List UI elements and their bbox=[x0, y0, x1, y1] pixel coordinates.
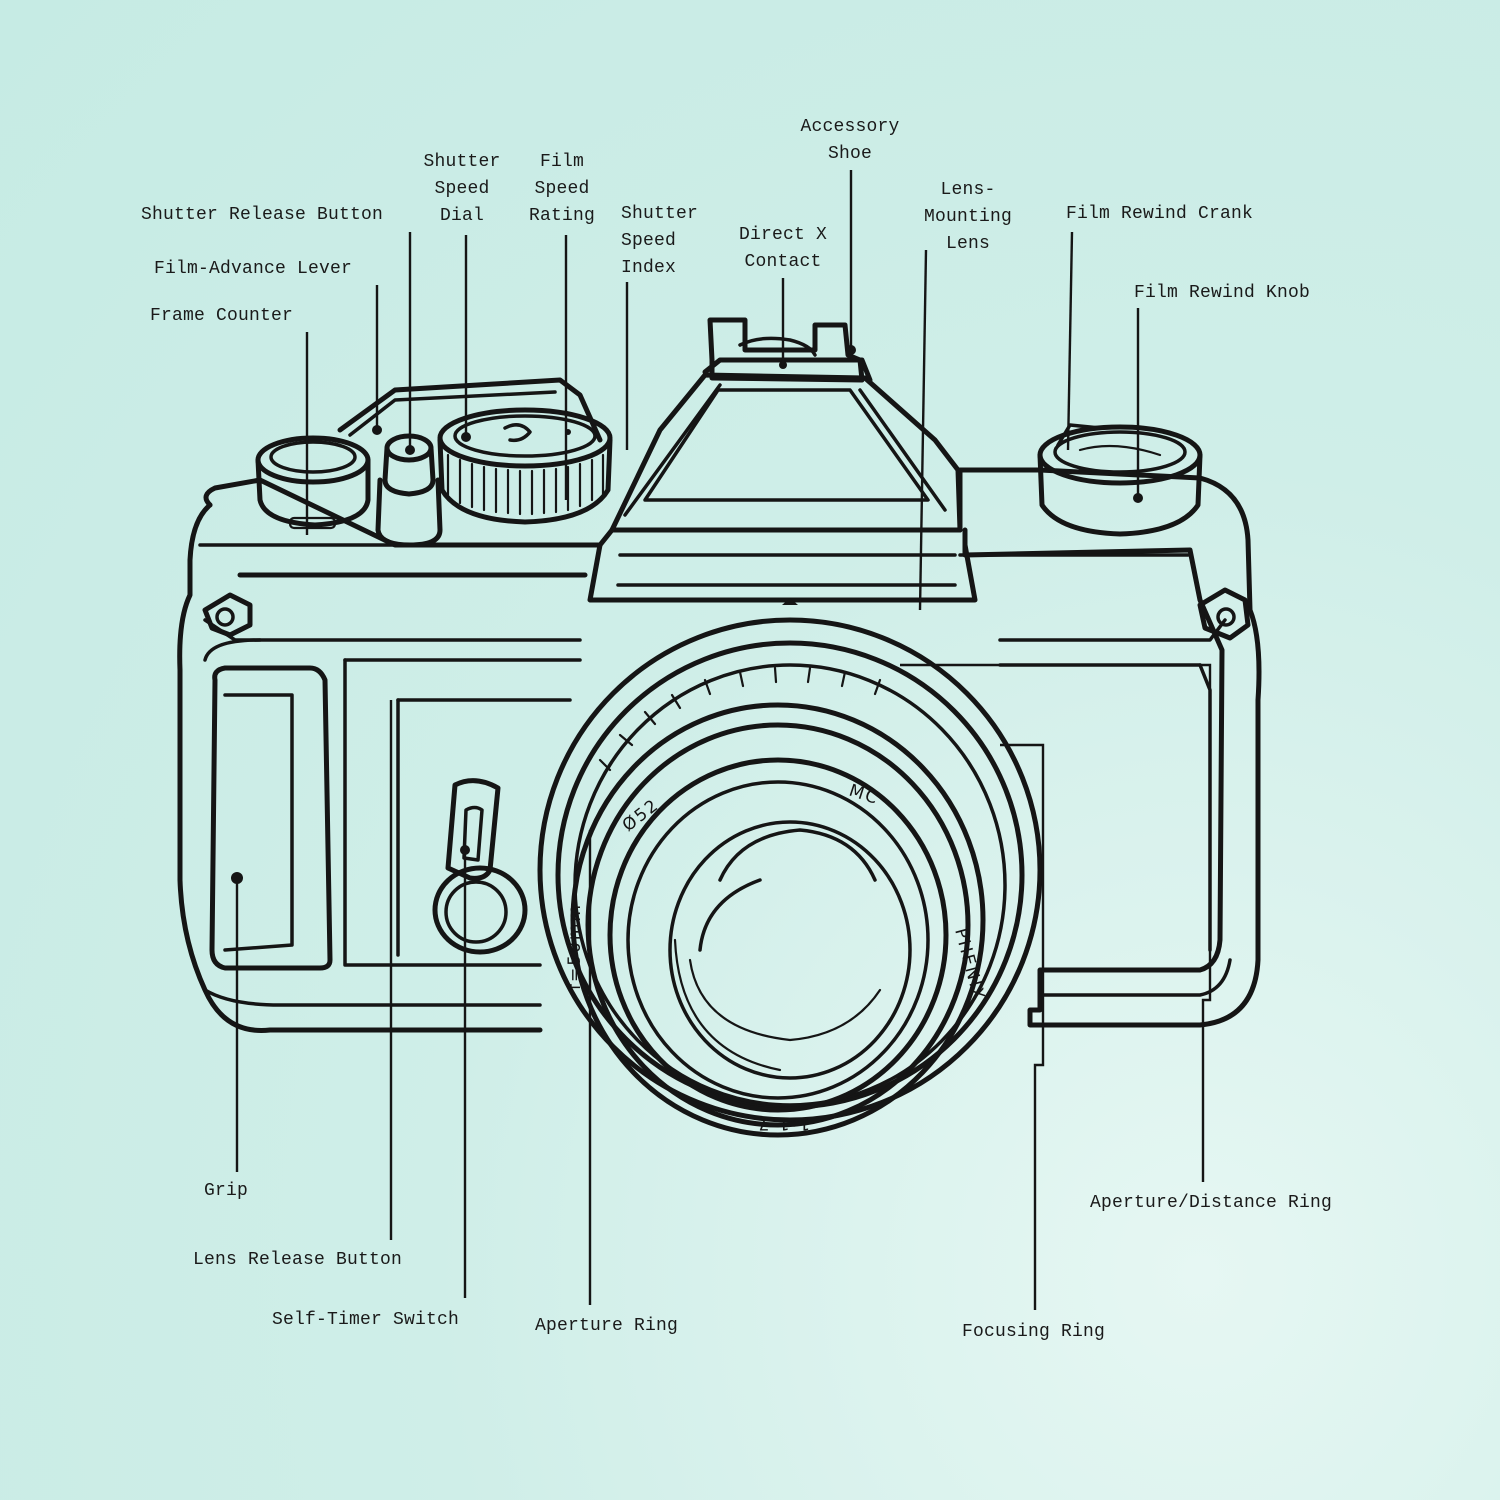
label-accessory-shoe: Accessory Shoe bbox=[800, 117, 900, 164]
label-shutter-release-button: Shutter Release Button bbox=[141, 205, 384, 225]
self-timer-lever bbox=[432, 778, 528, 955]
label-focusing-ring: Focusing Ring bbox=[962, 1322, 1106, 1342]
label-film-rewind-knob: Film Rewind Knob bbox=[1134, 283, 1311, 303]
pentaprism-housing bbox=[587, 317, 978, 603]
lens-marking-coating: MC bbox=[846, 781, 881, 809]
label-film-advance-lever: Film-Advance Lever bbox=[154, 259, 353, 279]
label-frame-counter: Frame Counter bbox=[150, 306, 294, 326]
label-aperture-ring: Aperture Ring bbox=[535, 1316, 679, 1336]
label-self-timer-switch: Self-Timer Switch bbox=[272, 1310, 460, 1330]
leader-lines bbox=[231, 170, 1212, 1310]
label-film-speed-rating: Film Speed Rating bbox=[528, 152, 595, 226]
label-film-rewind-crank: Film Rewind Crank bbox=[1066, 204, 1254, 224]
label-shutter-speed-index: Shutter Speed Index bbox=[621, 204, 699, 278]
label-direct-x-contact: Direct X Contact bbox=[738, 225, 827, 272]
label-lens-release-button: Lens Release Button bbox=[193, 1250, 403, 1270]
label-aperture-distance-ring: Aperture/Distance Ring bbox=[1090, 1193, 1333, 1213]
lens-assembly: Ø52 MC PHENIX f=50mm 1:1.7 bbox=[537, 598, 1043, 1138]
top-controls bbox=[255, 377, 1203, 548]
label-lens-mounting-lens: Lens- Mounting Lens bbox=[923, 180, 1012, 254]
label-grip: Grip bbox=[204, 1181, 249, 1201]
label-shutter-speed-dial: Shutter Speed Dial bbox=[423, 152, 501, 226]
lens-marking-focal: f=50mm bbox=[565, 903, 585, 990]
lens-marking-aperture: 1:1.7 bbox=[756, 1113, 810, 1133]
